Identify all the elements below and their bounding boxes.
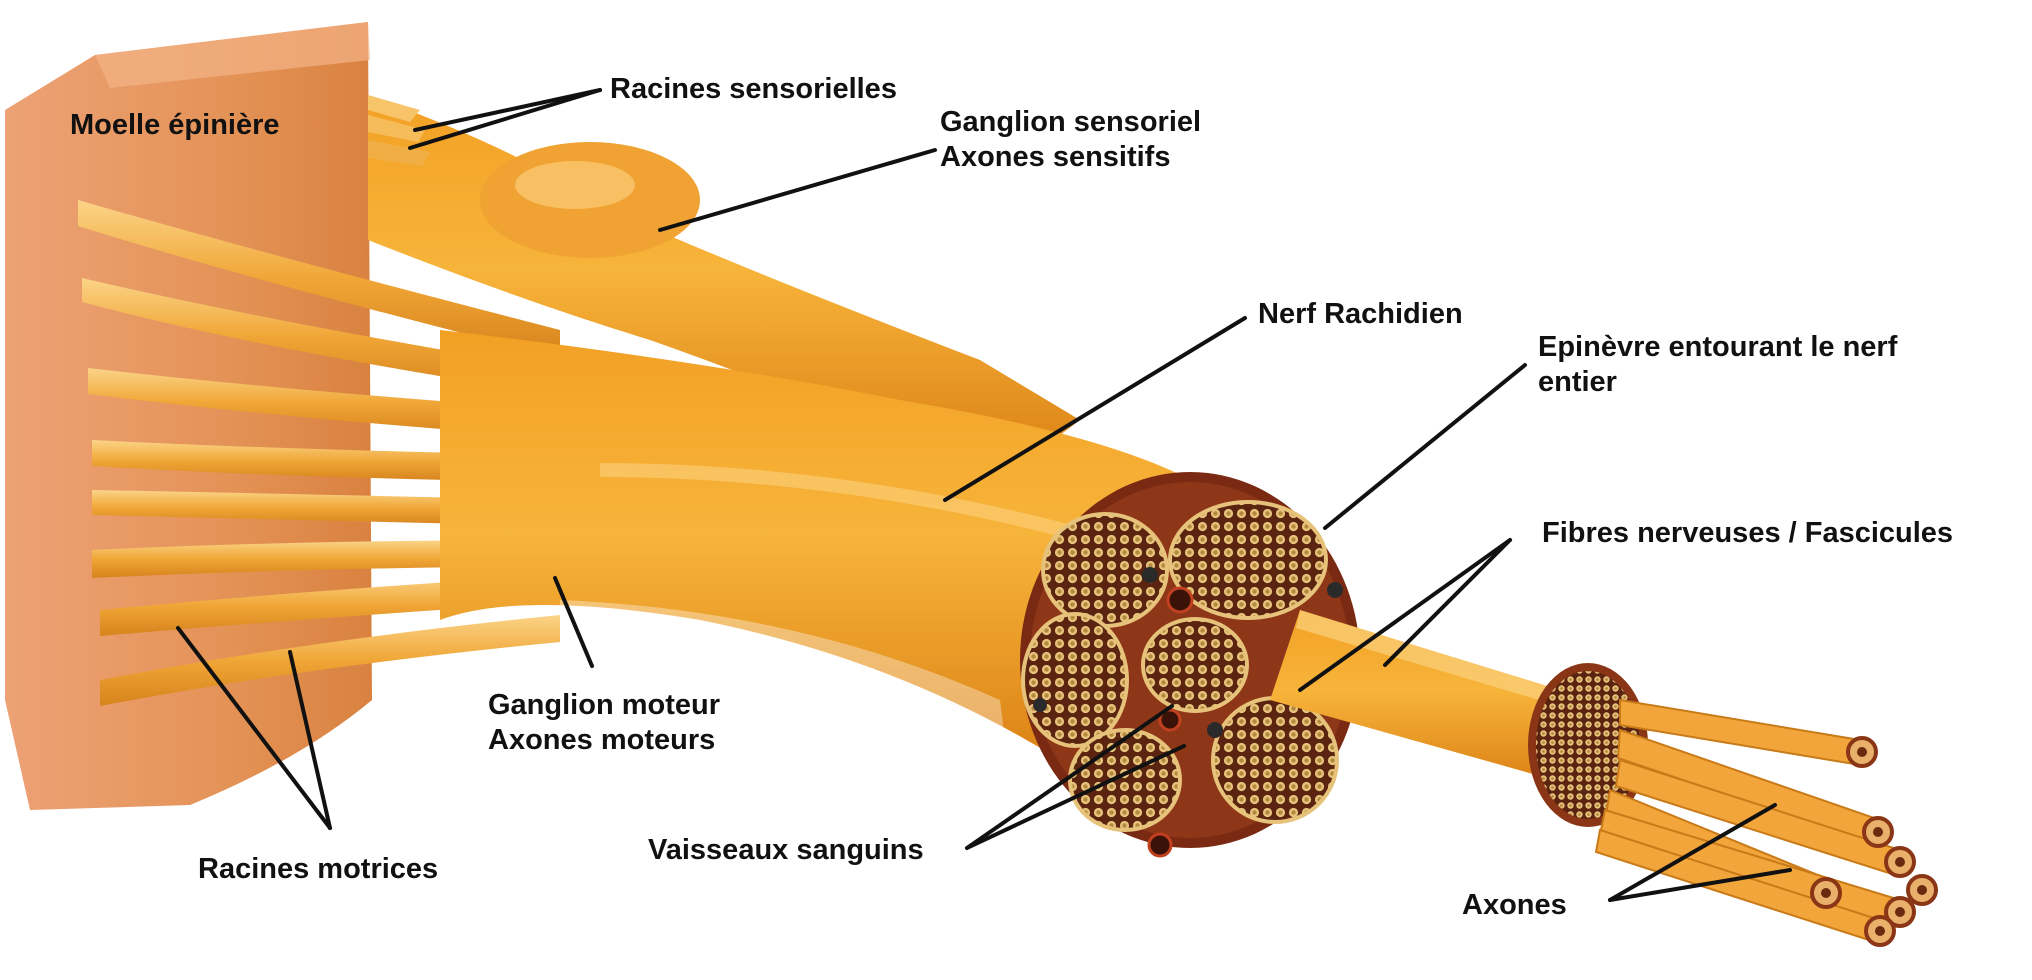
label-epinevre: Epinèvre entourant le nerf entier (1538, 330, 1897, 401)
label-ganglion-moteur-text: Ganglion moteur (488, 689, 720, 721)
fascicles (1021, 500, 1339, 832)
leader-racines-motrices-2 (288, 650, 332, 830)
label-moelle-epiniere: Moelle épinière (70, 108, 280, 143)
label-ganglion-sensoriel-text: Ganglion sensoriel (940, 106, 1202, 138)
label-racines-sensorielles: Racines sensorielles (610, 72, 897, 107)
label-vaisseaux-text: Vaisseaux sanguins (648, 834, 924, 866)
leader-axones-1 (1608, 803, 1777, 902)
label-ganglion-sensoriel: Ganglion sensoriel Axones sensitifs (940, 105, 1201, 176)
leader-sensory-root-1 (413, 88, 602, 132)
label-vaisseaux-sanguins: Vaisseaux sanguins (648, 833, 924, 868)
label-nerf-rachidien: Nerf Rachidien (1258, 297, 1463, 332)
leader-lines (176, 88, 1792, 902)
label-racines-motrices-text: Racines motrices (198, 853, 439, 885)
sensory-root-branch (368, 95, 1080, 480)
leader-vaisseaux-1 (965, 704, 1174, 850)
leader-racines-motrices-1 (176, 626, 332, 830)
label-moelle-text: Moelle épinière (70, 109, 280, 141)
label-axones: Axones (1462, 888, 1567, 923)
leader-ganglion-sensoriel (658, 148, 937, 232)
label-fibres-text: Fibres nerveuses / Fascicules (1542, 517, 1954, 549)
leader-epinevre (1323, 363, 1527, 530)
label-fibres-nerveuses: Fibres nerveuses / Fascicules (1542, 516, 1953, 551)
label-axones-sensitifs-text: Axones sensitifs (940, 141, 1171, 174)
leader-fibres-1 (1383, 538, 1512, 667)
leader-nerf-rachidien (943, 316, 1247, 502)
nerve-cross-section (1020, 472, 1360, 858)
leader-vaisseaux-2 (965, 744, 1186, 850)
label-axones-moteurs-text: Axones moteurs (488, 724, 716, 757)
label-nerf-rachidien-text: Nerf Rachidien (1258, 298, 1463, 330)
label-racines-sensorielles-text: Racines sensorielles (610, 73, 897, 105)
label-epinevre-line1: Epinèvre entourant le nerf (1538, 331, 1898, 363)
leader-ganglion-moteur (553, 576, 594, 668)
label-ganglion-moteur: Ganglion moteur Axones moteurs (488, 688, 720, 759)
leader-axones-2 (1608, 868, 1792, 902)
leader-sensory-root-2 (408, 88, 602, 150)
label-racines-motrices: Racines motrices (198, 852, 438, 887)
leader-fibres-2 (1298, 538, 1512, 692)
axons (1594, 698, 1938, 947)
label-epinevre-line2: entier (1538, 366, 1617, 399)
label-axones-text: Axones (1462, 889, 1567, 921)
blood-vessels (1033, 567, 1343, 858)
